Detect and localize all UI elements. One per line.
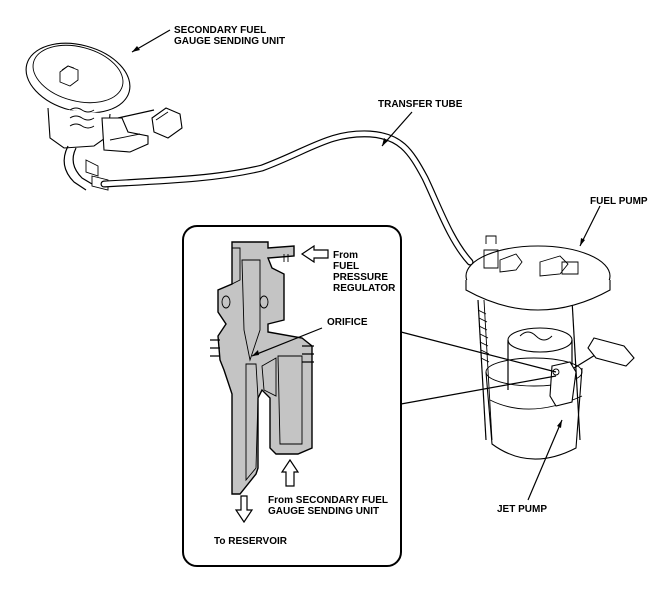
transfer-tube xyxy=(100,130,474,266)
arrow-from-regulator xyxy=(300,244,329,264)
label-from-regulator-line2: FUEL xyxy=(333,261,359,272)
jet-pump-cutaway-inset xyxy=(182,225,557,567)
arrow-to-reservoir xyxy=(234,495,254,524)
label-orifice: ORIFICE xyxy=(327,317,368,328)
label-transfer-tube: TRANSFER TUBE xyxy=(378,99,463,110)
label-from-regulator-line3: PRESSURE xyxy=(333,272,388,283)
label-from-regulator-line1: From xyxy=(333,250,358,261)
label-from-secondary-line1: From SECONDARY FUEL xyxy=(268,495,388,506)
label-fuel-pump: FUEL PUMP xyxy=(590,196,648,207)
label-to-reservoir: To RESERVOIR xyxy=(214,536,288,547)
label-jet-pump: JET PUMP xyxy=(497,504,547,515)
secondary-fuel-gauge-sending-unit xyxy=(25,42,183,191)
arrow-from-secondary xyxy=(280,458,300,487)
label-secondary-unit-line1: SECONDARY FUEL xyxy=(174,25,266,36)
fuel-pump-assembly xyxy=(465,235,635,460)
label-secondary-unit-line2: GAUGE SENDING UNIT xyxy=(174,36,285,47)
label-from-secondary-line2: GAUGE SENDING UNIT xyxy=(268,506,379,517)
label-from-regulator-line4: REGULATOR xyxy=(333,283,396,294)
leader-lines xyxy=(131,29,601,501)
